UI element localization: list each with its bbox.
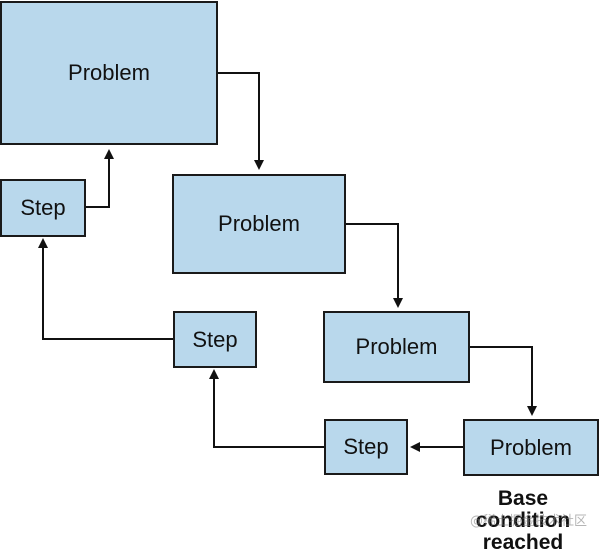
arrow-step1-to-problem1 <box>86 149 114 208</box>
step-label: Step <box>192 326 238 352</box>
arrow-step3-to-step2 <box>209 369 324 448</box>
arrow-problem3-to-problem4 <box>470 346 537 416</box>
caption-line-2: reached <box>482 531 564 554</box>
arrow-problem2-to-problem3 <box>346 223 403 308</box>
step-box-1: Step <box>0 179 86 237</box>
problem-box-2: Problem <box>172 174 346 274</box>
step-label: Step <box>20 195 66 220</box>
step-label: Step <box>343 434 389 459</box>
problem-label: Problem <box>355 334 438 359</box>
problem-box-1: Problem <box>0 1 218 145</box>
caption-line-1: Base condition <box>475 487 571 532</box>
problem-label: Problem <box>68 60 150 85</box>
problem-label: Problem <box>490 434 572 460</box>
arrow-step2-to-step1 <box>38 238 173 340</box>
watermark-text: @稀土掘金技术社区 <box>470 514 588 529</box>
problem-box-4: Problem <box>463 419 599 476</box>
arrow-problem1-to-problem2 <box>218 72 264 170</box>
problem-label: Problem <box>218 211 300 236</box>
step-box-3: Step <box>324 419 408 475</box>
problem-box-3: Problem <box>323 311 470 383</box>
step-box-2: Step <box>173 311 257 368</box>
